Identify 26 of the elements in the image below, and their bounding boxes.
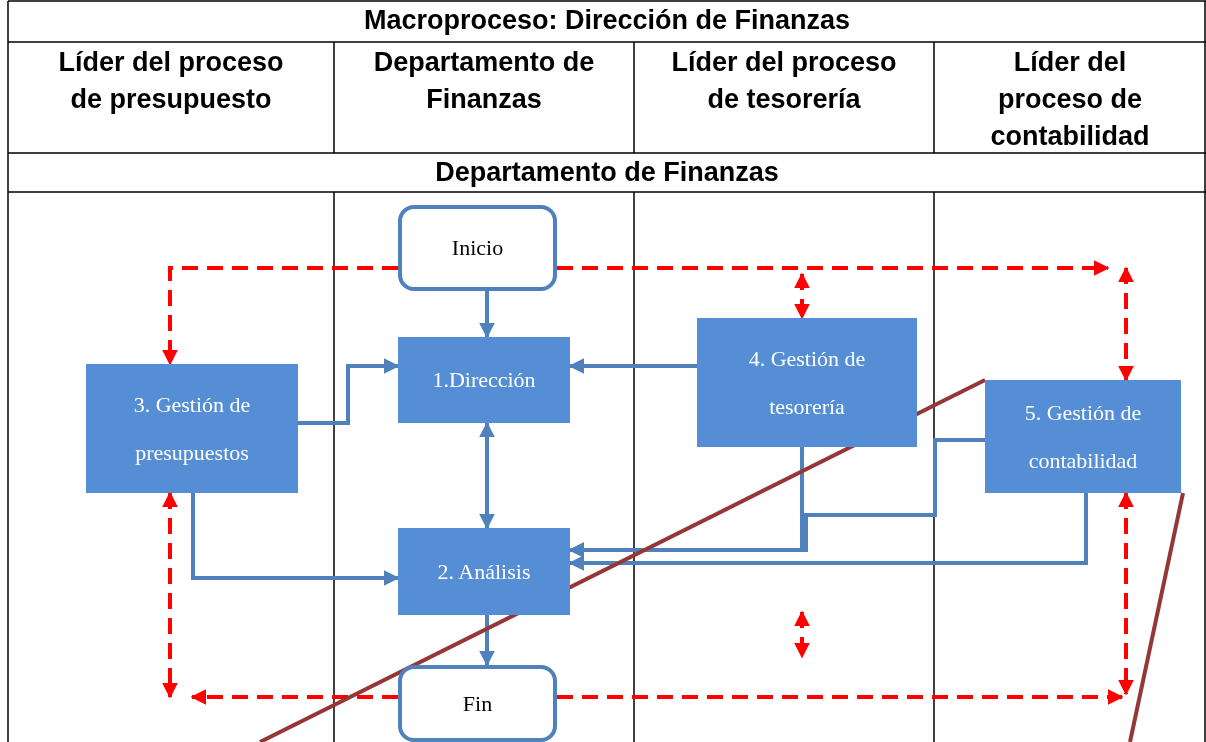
dashed-arrow [794,272,810,320]
dashed-arrow [1118,266,1134,382]
arrow [479,421,495,530]
row-header: Departamento de Finanzas [435,156,779,189]
column-header: Líder del proceso de tesorería [670,46,898,116]
process-box: 4. Gestión de tesorería [697,318,917,447]
arrow [479,291,495,339]
process-box: 1.Dirección [398,337,570,423]
arrow [191,493,400,586]
terminal-box: Fin [398,665,557,742]
dashed-arrow [557,260,1110,276]
process-box: 2. Análisis [398,528,570,615]
table-title: Macroproceso: Dirección de Finanzas [363,4,851,37]
dashed-arrow [557,689,1124,705]
process-box: 3. Gestión de presupuestos [86,364,298,493]
dashed-arrow [190,689,398,705]
terminal-box: Inicio [398,205,557,291]
process-box: 5. Gestión de contabilidad [985,380,1181,493]
column-header: Líder del proceso de contabilidad [989,46,1151,153]
arrow [298,358,400,425]
dashed-arrow [1118,491,1134,696]
column-header: Líder del proceso de presupuesto [57,46,285,116]
dashed-arrow [162,491,178,699]
column-header: Departamento de Finanzas [372,46,596,116]
dashed-arrow [162,266,398,366]
arrow [479,615,495,667]
